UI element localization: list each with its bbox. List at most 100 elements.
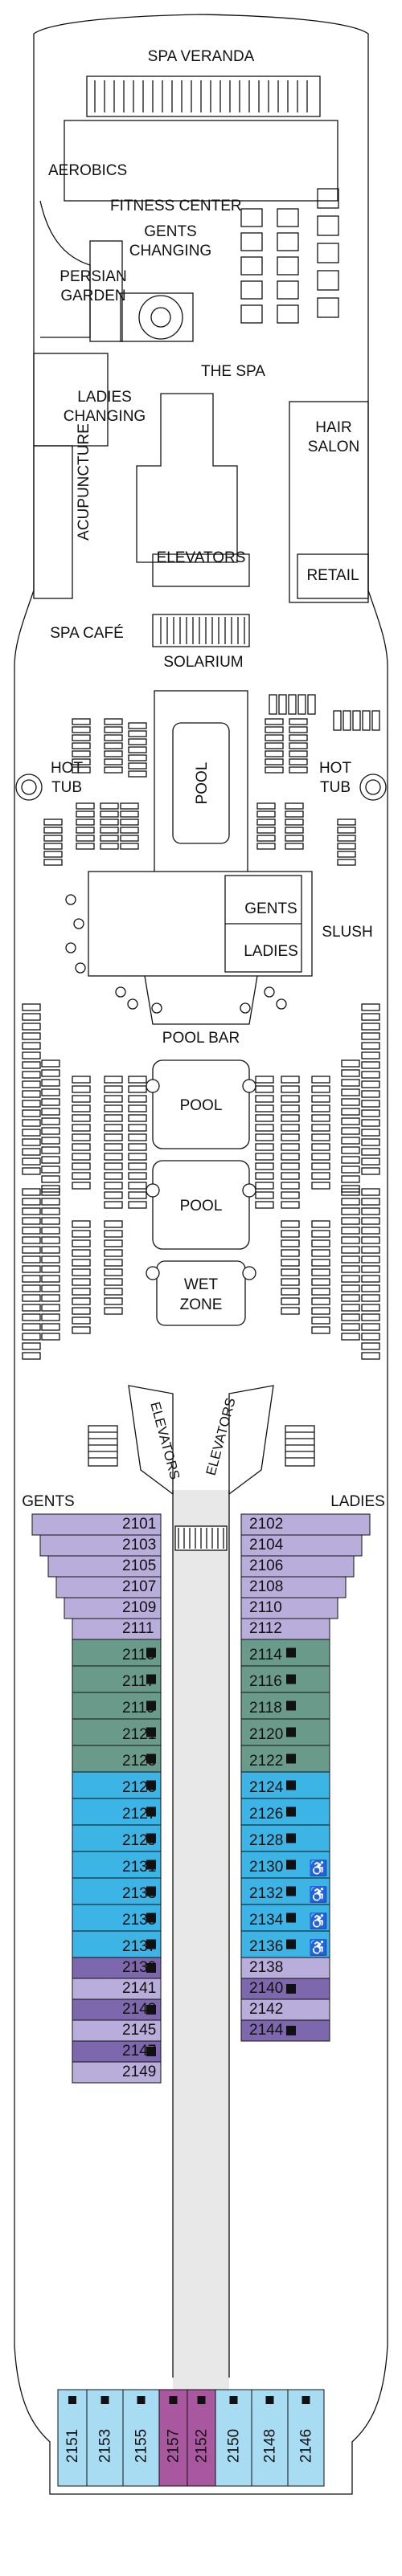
lounger (22, 1023, 41, 1031)
lounger (104, 1085, 123, 1093)
lounger (341, 1236, 360, 1244)
lounger (255, 1143, 274, 1151)
table (276, 998, 287, 1010)
lounger (128, 1076, 147, 1084)
table (75, 962, 86, 974)
lounger (22, 1013, 41, 1021)
label-acupuncture: ACUPUNCTURE (76, 423, 92, 541)
lounger (41, 1236, 60, 1244)
lounger (281, 1259, 300, 1267)
bed-marker (286, 1753, 296, 1764)
lounger (72, 1085, 91, 1093)
bed-marker (137, 2396, 146, 2404)
cabin-number: 2114 (249, 1647, 282, 1664)
spa-veranda-slats (94, 80, 308, 112)
bed-marker (146, 1963, 156, 1973)
lounger (341, 1059, 360, 1068)
lounger (22, 1304, 41, 1312)
label-persian-garden-2: GARDEN (60, 288, 125, 304)
lounger (120, 843, 139, 850)
lounger (361, 1071, 380, 1079)
lounger (100, 835, 119, 842)
lounger (281, 1153, 300, 1161)
cabin-number: 2104 (249, 1537, 284, 1553)
lounger (361, 1236, 380, 1244)
lounger (22, 1109, 41, 1117)
lounger (341, 1333, 360, 1341)
lounger (72, 750, 91, 757)
lounger (41, 1333, 60, 1341)
lounger (281, 1172, 300, 1180)
hot-tub-left-inner (21, 779, 37, 795)
lounger (281, 1095, 300, 1103)
lounger (281, 1162, 300, 1170)
accessible-icon: ♿ (309, 1859, 328, 1877)
lounger (100, 810, 119, 818)
cabin-number: 2155 (133, 2429, 150, 2463)
lounger (361, 1255, 380, 1264)
bed-marker (146, 2047, 156, 2056)
lounger (104, 1153, 123, 1161)
bed-marker (146, 1727, 156, 1737)
pool-ladder (242, 1079, 256, 1093)
lounger (361, 1294, 380, 1302)
cabin-number: 2111 (122, 1620, 154, 1637)
cabin-number: 2151 (64, 2429, 81, 2463)
cabin-number: 2110 (249, 1599, 282, 1616)
lounger (307, 694, 316, 715)
lounger (72, 1278, 91, 1286)
lounger (281, 1124, 300, 1132)
lounger (41, 1304, 60, 1312)
lounger (289, 750, 308, 757)
label-hair-salon-1: HAIR (315, 419, 351, 436)
lounger (104, 1124, 123, 1132)
label-slush: SLUSH (322, 924, 372, 941)
bed-marker (146, 1700, 156, 1711)
lounger (41, 1137, 60, 1145)
lounger (341, 1284, 360, 1292)
lounger (341, 1137, 360, 1145)
cabin (158, 2389, 188, 2487)
lounger (361, 1003, 380, 1011)
lounger (120, 819, 139, 826)
lounger (72, 1172, 91, 1180)
bed-marker (146, 1674, 156, 1684)
lounger (43, 827, 63, 834)
lounger (104, 1288, 123, 1296)
table (73, 918, 84, 929)
lounger (128, 1153, 147, 1161)
gents-changing-wall (89, 240, 123, 342)
lounger (72, 1268, 91, 1276)
label-wet-zone-2: ZONE (180, 1296, 223, 1313)
bed-marker (286, 1833, 296, 1843)
lounger (72, 1143, 91, 1151)
lounger (311, 1133, 330, 1141)
bed-marker (100, 2396, 109, 2404)
lounger (128, 1114, 147, 1122)
lounger (311, 1172, 330, 1180)
lounger (371, 710, 380, 731)
lounger (341, 1227, 360, 1235)
main-pool-1 (152, 1059, 250, 1149)
lounger (41, 1188, 60, 1196)
label-gents-aft: GENTS (22, 1493, 74, 1510)
lounger (104, 1249, 123, 1257)
lounger (255, 1172, 274, 1180)
lounger (120, 802, 139, 810)
lounger (361, 1138, 380, 1146)
lounger (281, 1297, 300, 1305)
lounger (311, 1153, 330, 1161)
wet-zone (156, 1260, 246, 1326)
lounger (311, 1104, 330, 1112)
accessible-icon: ♿ (309, 1912, 328, 1930)
bed-marker (286, 1886, 296, 1896)
lounger (311, 1095, 330, 1103)
lounger (41, 1088, 60, 1096)
bed-marker (286, 2026, 296, 2035)
cabin (240, 1798, 330, 1826)
cabin (240, 1998, 330, 2021)
lounger (361, 1013, 380, 1021)
lounger (100, 802, 119, 810)
lounger (128, 1191, 147, 1199)
lounger (128, 1104, 147, 1112)
